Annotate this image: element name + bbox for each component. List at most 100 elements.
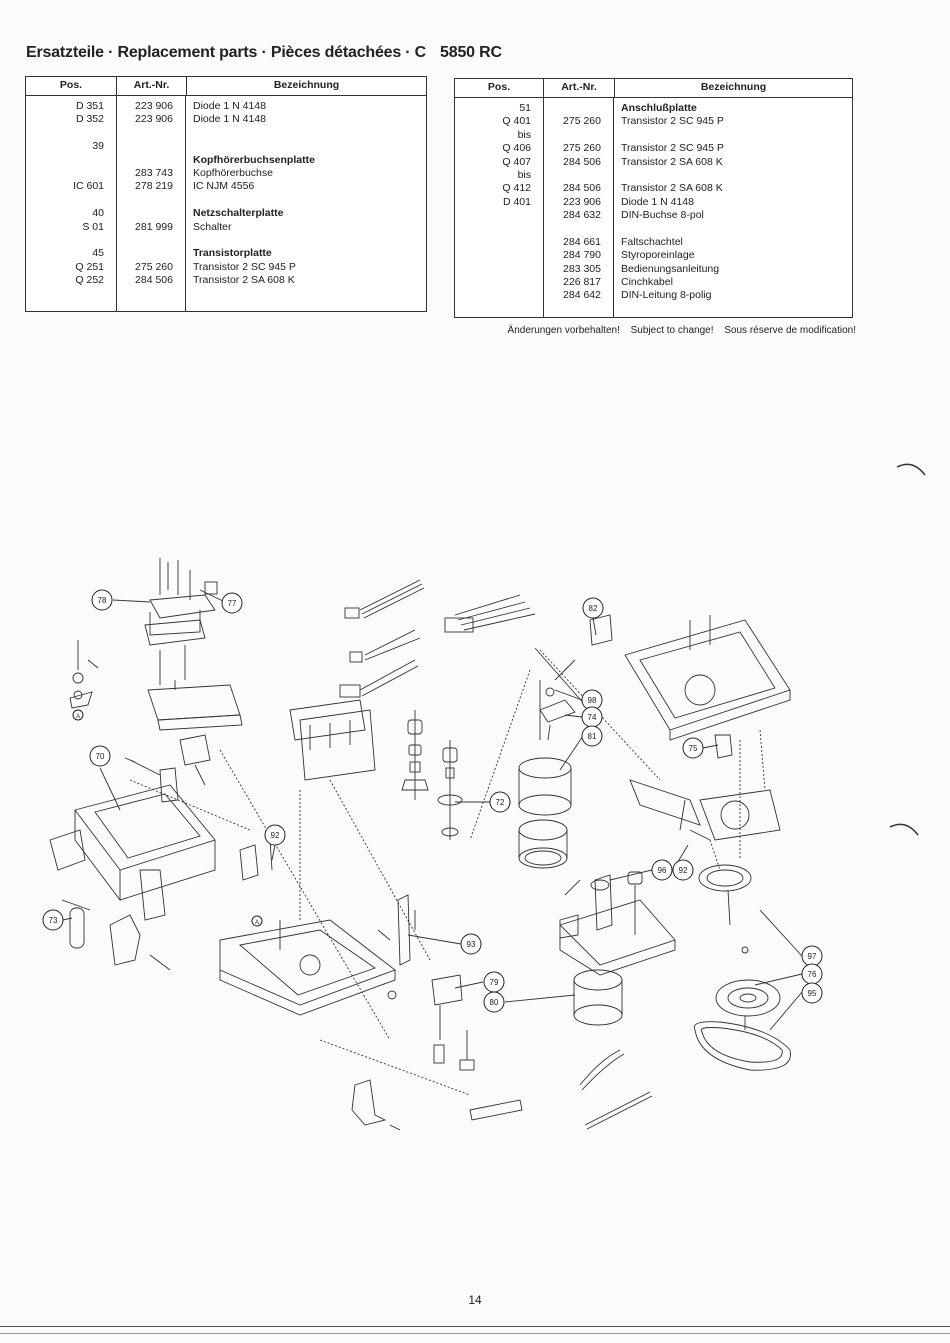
table-cell-art: 278 219	[135, 180, 173, 193]
table-cell-name: Transistorplatte	[193, 247, 272, 260]
callout-label: 70	[96, 752, 105, 761]
table-cell-art	[117, 140, 185, 153]
callout-label: 95	[808, 989, 817, 998]
table-cell-pos	[455, 263, 543, 276]
table-header: Pos. Art.-Nr. Bezeichnung	[455, 79, 852, 98]
table-cell-pos: bis	[517, 168, 531, 181]
callout-label: 79	[490, 978, 499, 987]
margin-mark-top	[896, 463, 926, 476]
table-cell-pos: IC 601	[73, 180, 104, 193]
table-cell-art: 284 506	[563, 155, 601, 168]
table-cell-art: 284 632	[563, 209, 601, 222]
table-cell-name	[186, 194, 426, 207]
table-cell-art: 275 260	[135, 260, 173, 273]
page-number: 14	[468, 1293, 482, 1307]
table-cell-art	[544, 129, 613, 142]
table-cell-pos	[455, 276, 543, 289]
table-cell-pos	[455, 223, 543, 236]
table-cell-name: Cinchkabel	[621, 276, 673, 289]
table-cell-pos	[455, 249, 543, 262]
callout-74: 74	[581, 706, 603, 728]
table-cell-name: Transistor 2 SA 608 K	[193, 274, 295, 287]
table-cell-name: Styroporeinlage	[621, 249, 695, 262]
table-cell-art: 275 260	[563, 142, 601, 155]
bottom-rule-secondary	[0, 1333, 950, 1334]
table-cell-pos	[26, 234, 116, 247]
table-cell-name: Netzschalterplatte	[193, 207, 284, 220]
col-header-name: Bezeichnung	[700, 81, 767, 94]
table-cell-name	[186, 234, 426, 247]
table-cell-art: 284 506	[563, 182, 601, 195]
callout-label: 78	[98, 596, 107, 605]
callout-95: 95	[801, 982, 823, 1004]
table-cell-name: DIN-Leitung 8-polig	[621, 289, 712, 302]
callout-label: 92	[271, 831, 280, 840]
table-cell-name: IC NJM 4556	[193, 180, 255, 193]
table-cell-art: 283 743	[135, 166, 173, 179]
callout-79: 79	[483, 971, 505, 993]
change-notice: Änderungen vorbehalten! Subject to chang…	[478, 325, 856, 336]
callout-label: 74	[588, 713, 597, 722]
table-cell-name	[614, 129, 852, 142]
callout-92-right: 92	[672, 859, 694, 881]
table-cell-pos: 39	[92, 140, 104, 153]
table-cell-name: DIN-Buchse 8-pol	[621, 209, 704, 222]
exploded-view-diagram: 78 77 82 98 74 81 75 70 72 92 96 92 73 9…	[42, 558, 823, 1131]
callout-label: 96	[658, 866, 667, 875]
col-header-name: Bezeichnung	[273, 79, 340, 92]
notice-de: Änderungen vorbehalten!	[507, 325, 620, 336]
table-cell-name: Transistor 2 SA 608 K	[621, 155, 723, 168]
col-header-pos: Pos.	[455, 79, 544, 97]
callout-93: 93	[460, 933, 482, 955]
table-cell-name: Transistor 2 SC 945 P	[621, 115, 724, 128]
callout-81: 81	[581, 725, 603, 747]
callout-label: 92	[679, 866, 688, 875]
table-cell-pos	[26, 194, 116, 207]
ref-a-small: A	[72, 709, 84, 721]
callout-label: 72	[496, 798, 505, 807]
notice-en: Subject to change!	[630, 325, 714, 336]
table-cell-name: Transistor 2 SC 945 P	[621, 142, 724, 155]
callout-label: 81	[588, 732, 597, 741]
table-cell-art: 223 906	[135, 100, 173, 112]
table-cell-name: Schalter	[193, 220, 232, 233]
callout-70: 70	[89, 745, 111, 767]
table-cell-pos: bis	[517, 128, 531, 141]
table-cell-pos: 51	[519, 102, 531, 114]
table-cell-art: 226 817	[563, 276, 601, 289]
callout-label: 97	[808, 952, 817, 961]
callout-label: 77	[228, 599, 237, 608]
col-header-pos: Pos.	[26, 77, 117, 95]
table-cell-pos: Q 251	[75, 260, 104, 273]
table-cell-art: 284 661	[563, 235, 601, 248]
callout-label: 76	[808, 970, 817, 979]
callout-80: 80	[483, 991, 505, 1013]
table-cell-pos: Q 412	[502, 182, 531, 195]
table-cell-name	[186, 140, 426, 153]
table-cell-art	[117, 127, 185, 140]
table-cell-pos: Q 252	[75, 274, 104, 287]
table-cell-art	[544, 102, 613, 115]
table-cell-art: 283 305	[563, 262, 601, 275]
table-cell-name	[186, 127, 426, 140]
table-cell-pos: D 352	[75, 113, 104, 126]
ref-a-center: A	[251, 915, 263, 927]
table-cell-art	[544, 223, 613, 236]
table-cell-pos	[455, 209, 543, 222]
callout-label: A	[76, 714, 80, 720]
table-cell-art: 284 506	[135, 274, 173, 287]
table-cell-pos: 40	[92, 207, 104, 220]
table-cell-pos	[455, 236, 543, 249]
table-cell-name: Bedienungsanleitung	[621, 262, 720, 275]
table-cell-pos	[26, 154, 116, 167]
table-cell-name: Anschlußplatte	[621, 102, 697, 114]
table-cell-pos: S 01	[82, 220, 104, 233]
table-cell-name: Faltschachtel	[621, 235, 683, 248]
